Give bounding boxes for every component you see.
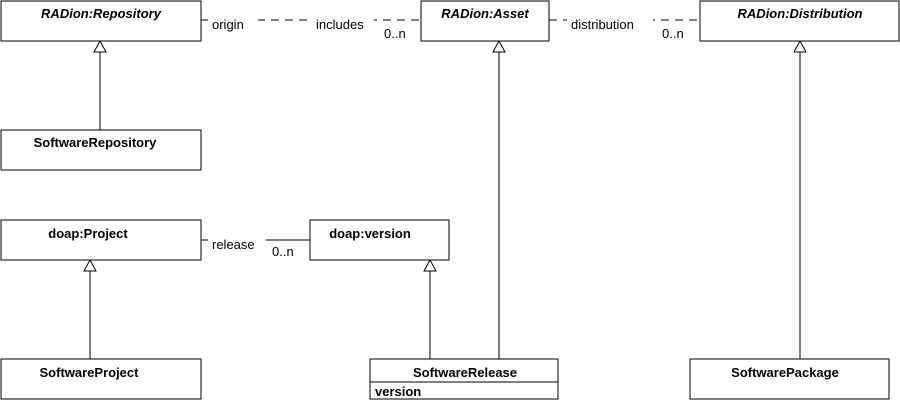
label-distribution-multiplicity: 0..n [662,26,684,41]
generalization-arrow-project [83,258,97,272]
label-release: release [212,237,255,252]
class-software-package[interactable]: SoftwarePackage [689,358,890,400]
label-bg [208,234,266,251]
label-distribution: distribution [571,17,634,32]
label-bg [208,14,258,31]
generalization-arrow-version [423,258,437,272]
label-origin: origin [212,17,244,32]
label-release-multiplicity: 0..n [272,244,294,259]
class-name: RADion:Distribution [738,6,863,21]
class-name: RADion:Asset [441,6,529,21]
class-name: doap:version [329,226,411,241]
label-includes: includes [316,17,364,32]
class-doap-project[interactable]: doap:Project [0,219,202,261]
class-radion-asset[interactable]: RADion:Asset [420,0,550,42]
label-bg [312,14,374,31]
class-software-repository[interactable]: SoftwareRepository [0,129,202,171]
class-doap-version[interactable]: doap:version [309,219,450,261]
class-attribute-version: version [375,384,421,399]
class-name: RADion:Repository [41,6,162,21]
class-name: SoftwareRepository [34,135,158,150]
class-software-project[interactable]: SoftwareProject [0,358,202,400]
generalization-arrow-distribution [793,39,807,53]
label-bg [567,14,653,31]
class-name: doap:Project [48,226,128,241]
generalization-arrow-repository [93,39,107,53]
generalization-arrow-asset [492,39,506,53]
class-radion-distribution[interactable]: RADion:Distribution [699,0,900,42]
class-name: SoftwarePackage [731,365,839,380]
class-software-release[interactable]: SoftwareRelease version [369,358,559,400]
class-name: SoftwareRelease [413,365,517,380]
class-name: SoftwareProject [40,365,140,380]
class-radion-repository[interactable]: RADion:Repository [0,0,202,42]
label-includes-multiplicity: 0..n [384,26,406,41]
